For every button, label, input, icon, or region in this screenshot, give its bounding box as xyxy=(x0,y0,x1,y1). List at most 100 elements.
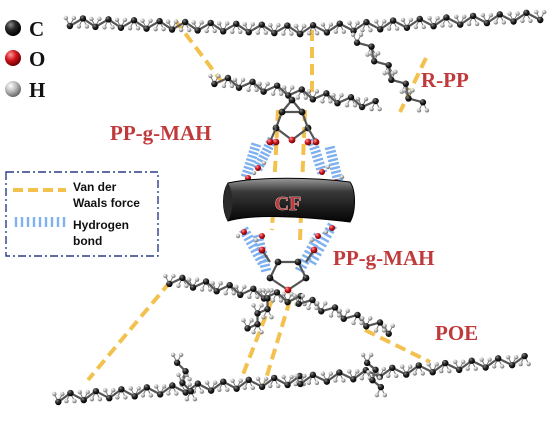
carbon-atom xyxy=(182,368,189,375)
hydrogen-atom xyxy=(351,320,356,326)
carbon-atom xyxy=(510,18,517,25)
oxygen-atom xyxy=(319,169,325,175)
hydrogen-atom xyxy=(250,22,255,27)
hydrogen-atom xyxy=(488,12,494,18)
hydrogen-atom xyxy=(393,69,398,75)
polymer-chains xyxy=(52,9,547,406)
hydrogen-atom xyxy=(234,284,239,290)
carbon-atom xyxy=(118,386,125,393)
oxygen-atom xyxy=(312,138,320,146)
hydrogen-atom xyxy=(251,170,257,176)
hydrogen-atom xyxy=(314,89,320,94)
carbon-atom xyxy=(66,22,74,30)
carbon-atom xyxy=(372,97,379,105)
hydrogen-atom xyxy=(163,273,168,279)
hydrogen-atom xyxy=(127,26,133,31)
hydrogen-atom xyxy=(505,354,511,360)
oxygen-atom xyxy=(288,136,296,144)
hbond-legend-line2: bond xyxy=(73,234,102,248)
hydrogen-atom xyxy=(229,83,235,89)
hydrogen-atom xyxy=(176,372,181,377)
hydrogen-atom xyxy=(368,27,373,33)
hydrogen-bond-tick xyxy=(260,267,272,273)
poe-chain-left xyxy=(52,372,306,406)
hydrogen-atom xyxy=(265,288,271,293)
hydrogen-atom xyxy=(174,391,179,396)
hydrogen-atom xyxy=(382,323,387,328)
hydrogen-atom xyxy=(515,11,520,16)
hydrogen-atom xyxy=(63,15,69,21)
hydrogen-atom xyxy=(499,364,505,369)
carbon-atom xyxy=(224,74,232,82)
carbon-atom xyxy=(340,315,347,322)
carbon-atom xyxy=(92,387,100,395)
hydrogen-atom xyxy=(110,25,115,30)
hydrogen-atom xyxy=(255,376,261,382)
hydrogen-atom xyxy=(328,99,333,104)
hydrogen-atom xyxy=(294,373,299,379)
van-der-waals-dash xyxy=(173,18,224,84)
hydrogen-atom xyxy=(178,352,184,357)
hydrogen-bond-tick xyxy=(263,143,274,151)
hydrogen-atom xyxy=(153,26,158,32)
hydrogen-atom xyxy=(300,293,305,298)
carbon-atom xyxy=(403,371,410,378)
carbon-atom xyxy=(258,383,266,391)
oxygen-key-label: O xyxy=(29,47,45,71)
hydrogen-atom xyxy=(289,374,294,380)
hydrogen-atom xyxy=(355,96,361,102)
hydrogen-atom xyxy=(479,357,484,362)
carbon-atom xyxy=(363,359,371,367)
hydrogen-atom xyxy=(148,18,153,23)
van-der-waals-dash xyxy=(398,57,428,113)
hydrogen-atom xyxy=(368,352,374,358)
oxygen-atom xyxy=(272,138,280,146)
pp-g-mah-lower-branch xyxy=(241,288,274,335)
hydrogen-atom xyxy=(394,26,400,31)
hydrogen-atom xyxy=(400,364,405,369)
hydrogen-atom xyxy=(240,77,246,82)
hydrogen-atom xyxy=(246,87,251,93)
hydrogen-bond-tick xyxy=(244,161,255,168)
hydrogen-atom xyxy=(71,15,77,21)
hydrogen-atom xyxy=(386,373,391,378)
carbon-atom xyxy=(250,285,257,292)
hydrogen-atom xyxy=(345,308,350,313)
hydrogen-atom xyxy=(420,371,425,376)
carbon-atom xyxy=(403,24,411,31)
hydrogen-atom xyxy=(290,85,295,90)
hydrogen-atom xyxy=(466,21,472,27)
hydrogen-atom xyxy=(270,298,276,303)
hydrogen-atom xyxy=(268,383,273,389)
hydrogen-bond-tick xyxy=(299,258,310,265)
hydrogen-atom xyxy=(249,318,254,323)
carbon-atom xyxy=(442,359,449,367)
hydrogen-bond-tick xyxy=(243,165,254,171)
carbon-atom xyxy=(294,258,302,266)
hydrogen-atom xyxy=(294,23,299,29)
hydrogen-atom xyxy=(187,377,192,382)
hydrogen-atom xyxy=(518,361,523,367)
oxygen-atom xyxy=(284,286,292,294)
hydrogen-atom xyxy=(255,30,261,35)
oxygen-atom xyxy=(259,233,265,239)
hydrogen-atom xyxy=(270,91,276,96)
hydrogen-atom xyxy=(386,26,392,31)
hydrogen-atom xyxy=(204,28,209,34)
hydrogen-atom xyxy=(135,26,141,31)
hydrogen-atom xyxy=(261,314,266,320)
hydrogen-bond-tick xyxy=(242,169,253,175)
carbon-atom xyxy=(323,29,331,36)
hydrogen-atom xyxy=(315,301,320,306)
hydrogen-atom xyxy=(368,316,373,321)
hydrogen-atom xyxy=(491,364,497,369)
oxygen-atom xyxy=(304,138,312,146)
chain-bond xyxy=(269,277,289,291)
carbon-atom xyxy=(297,30,304,38)
hydrogen-atom xyxy=(230,378,235,383)
hydrogen-atom xyxy=(212,380,218,385)
r-pp-label: R-PP xyxy=(421,68,469,92)
hydrogen-atom xyxy=(216,21,222,26)
hydrogen-atom xyxy=(178,27,184,33)
carbon-atom xyxy=(323,378,331,385)
